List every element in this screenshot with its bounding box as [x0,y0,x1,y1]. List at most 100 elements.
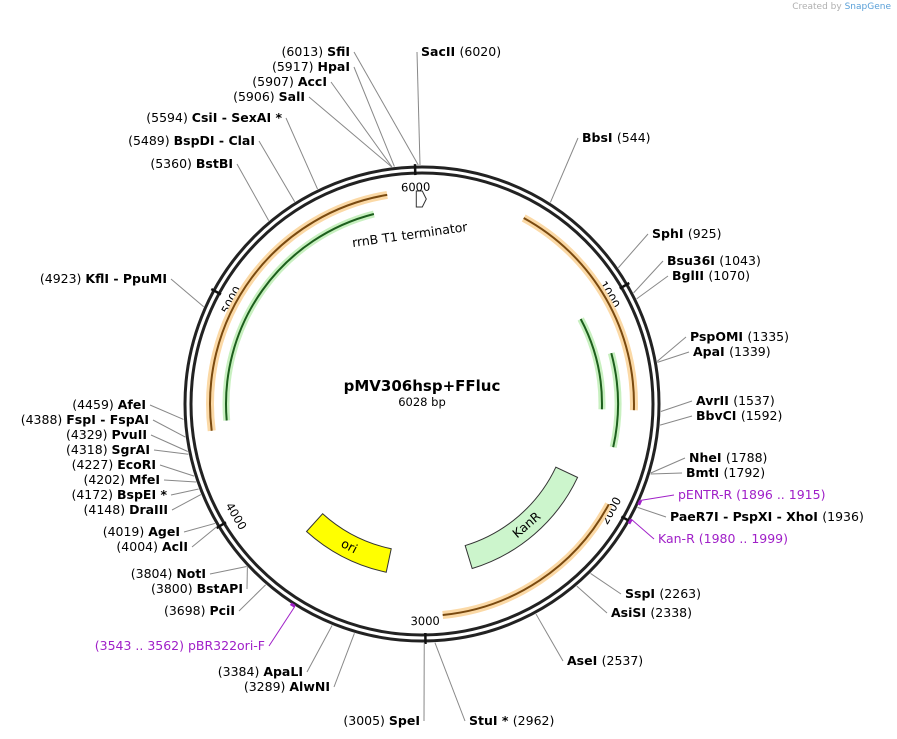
orf-arc-inner-glow [577,317,606,410]
enzyme-leader [183,522,216,533]
enzyme-name: SpeI [389,713,420,728]
enzyme-position: (5489) [128,133,174,148]
enzyme-label: (5489) BspDI - ClaI [128,133,255,148]
enzyme-leader [353,51,419,166]
enzyme-label: BmtI (1792) [686,465,765,480]
enzyme-leader [163,479,197,483]
enzyme-name: BstAPI [197,581,243,596]
enzyme-leader [285,117,318,190]
enzyme-name: AccI [298,74,327,89]
enzyme-position: (2263) [659,586,701,601]
orf-arc [209,193,388,431]
enzyme-leader [149,404,184,420]
enzyme-name: StuI * [469,713,513,728]
enzyme-label: (4202) MfeI [83,472,160,487]
enzyme-leader [333,633,355,688]
primer-label: pENTR-R (1896 .. 1915) [678,487,825,502]
enzyme-position: (5360) [150,156,196,171]
enzyme-position: (544) [617,130,651,145]
primer-name: pENTR-R [678,487,736,502]
enzyme-leader [576,585,608,614]
enzyme-label: PspOMI (1335) [690,329,789,344]
enzyme-leader [153,449,189,455]
enzyme-position: (4329) [66,427,112,442]
enzyme-position: (3005) [343,713,389,728]
enzyme-leader [660,400,693,412]
enzyme-name: FspI - FspAI [66,412,149,427]
enzyme-position: (4019) [103,524,149,539]
enzyme-label: BglII (1070) [672,268,750,283]
enzyme-label: SacII (6020) [421,44,501,59]
enzyme-name: SfiI [327,44,350,59]
enzyme-position: (5594) [146,110,192,125]
enzyme-leader [617,233,649,269]
enzyme-label: (3289) AlwNI [244,679,330,694]
enzyme-position: (2338) [650,605,692,620]
enzyme-name: AvrII [696,393,733,408]
credit-brand: SnapGene [844,2,891,12]
enzyme-label: Bsu36I (1043) [667,253,761,268]
enzyme-label: (5907) AccI [252,74,327,89]
enzyme-name: AgeI [148,524,180,539]
enzyme-name: SspI [625,586,659,601]
enzyme-label: StuI * (2962) [469,713,554,728]
enzyme-position: (4172) [71,487,117,502]
primer-mark [289,602,296,608]
orf-arc-inner [225,213,375,421]
enzyme-label: (5594) CsiI - SexAI * [146,110,282,125]
enzyme-position: (6020) [460,44,502,59]
enzyme-label: BbvCI (1592) [696,408,782,423]
enzyme-position: (5917) [272,59,318,74]
orf-arc [523,217,635,411]
enzyme-position: (2537) [602,653,644,668]
primer-name: Kan-R [658,531,699,546]
enzyme-label: (5917) HpaI [272,59,350,74]
enzyme-position: (4227) [72,457,118,472]
primer-label: (3543 .. 3562) pBR322ori-F [95,638,265,653]
feature-ori-shape [305,512,392,573]
enzyme-name: BstBI [196,156,233,171]
enzyme-name: AfeI [118,397,146,412]
primer-range: (1896 .. 1915) [736,487,825,502]
primer-leader [631,518,655,540]
credit-prefix: Created by [792,2,842,12]
enzyme-label: (4388) FspI - FspAI [21,412,149,427]
enzyme-leader [308,96,393,168]
plasmid-length: 6028 bp [398,395,446,409]
enzyme-leader [650,457,686,474]
enzyme-position: (1936) [822,509,864,524]
primer-range: (3543 .. 3562) [95,638,188,653]
enzyme-position: (6013) [282,44,328,59]
enzyme-label: (3384) ApaLI [218,664,303,679]
enzyme-position: (3804) [131,566,177,581]
orf-arc-inner [579,318,603,410]
enzyme-position: (4459) [72,397,118,412]
enzyme-leader [236,163,270,221]
enzyme-label: (3800) BstAPI [151,581,243,596]
enzyme-position: (3384) [218,664,264,679]
feature-ori-label: ori [339,536,360,557]
enzyme-name: AsiSI [611,605,650,620]
enzyme-position: (1070) [708,268,750,283]
enzyme-name: PaeR7I - PspXI - XhoI [670,509,822,524]
primer-leader [640,494,675,501]
enzyme-position: (4004) [116,539,162,554]
enzyme-leader [416,51,421,166]
enzyme-leader [170,278,204,308]
enzyme-position: (5906) [233,89,279,104]
enzyme-position: (1592) [741,408,783,423]
enzyme-name: Bsu36I [667,253,719,268]
enzyme-name: KflI - PpuMI [85,271,167,286]
enzyme-leader [549,137,579,203]
enzyme-label: PaeR7I - PspXI - XhoI (1936) [670,509,864,524]
enzyme-leader [159,464,195,477]
orf-arc-inner [610,352,620,448]
enzyme-leader [434,642,466,722]
enzyme-position: (2962) [513,713,555,728]
terminator-label: rrnB T1 terminator [351,219,469,250]
enzyme-label: (4004) AclI [116,539,188,554]
enzyme-position: (3800) [151,581,197,596]
backbone-inner-ring [189,171,655,637]
enzyme-position: (925) [688,226,722,241]
